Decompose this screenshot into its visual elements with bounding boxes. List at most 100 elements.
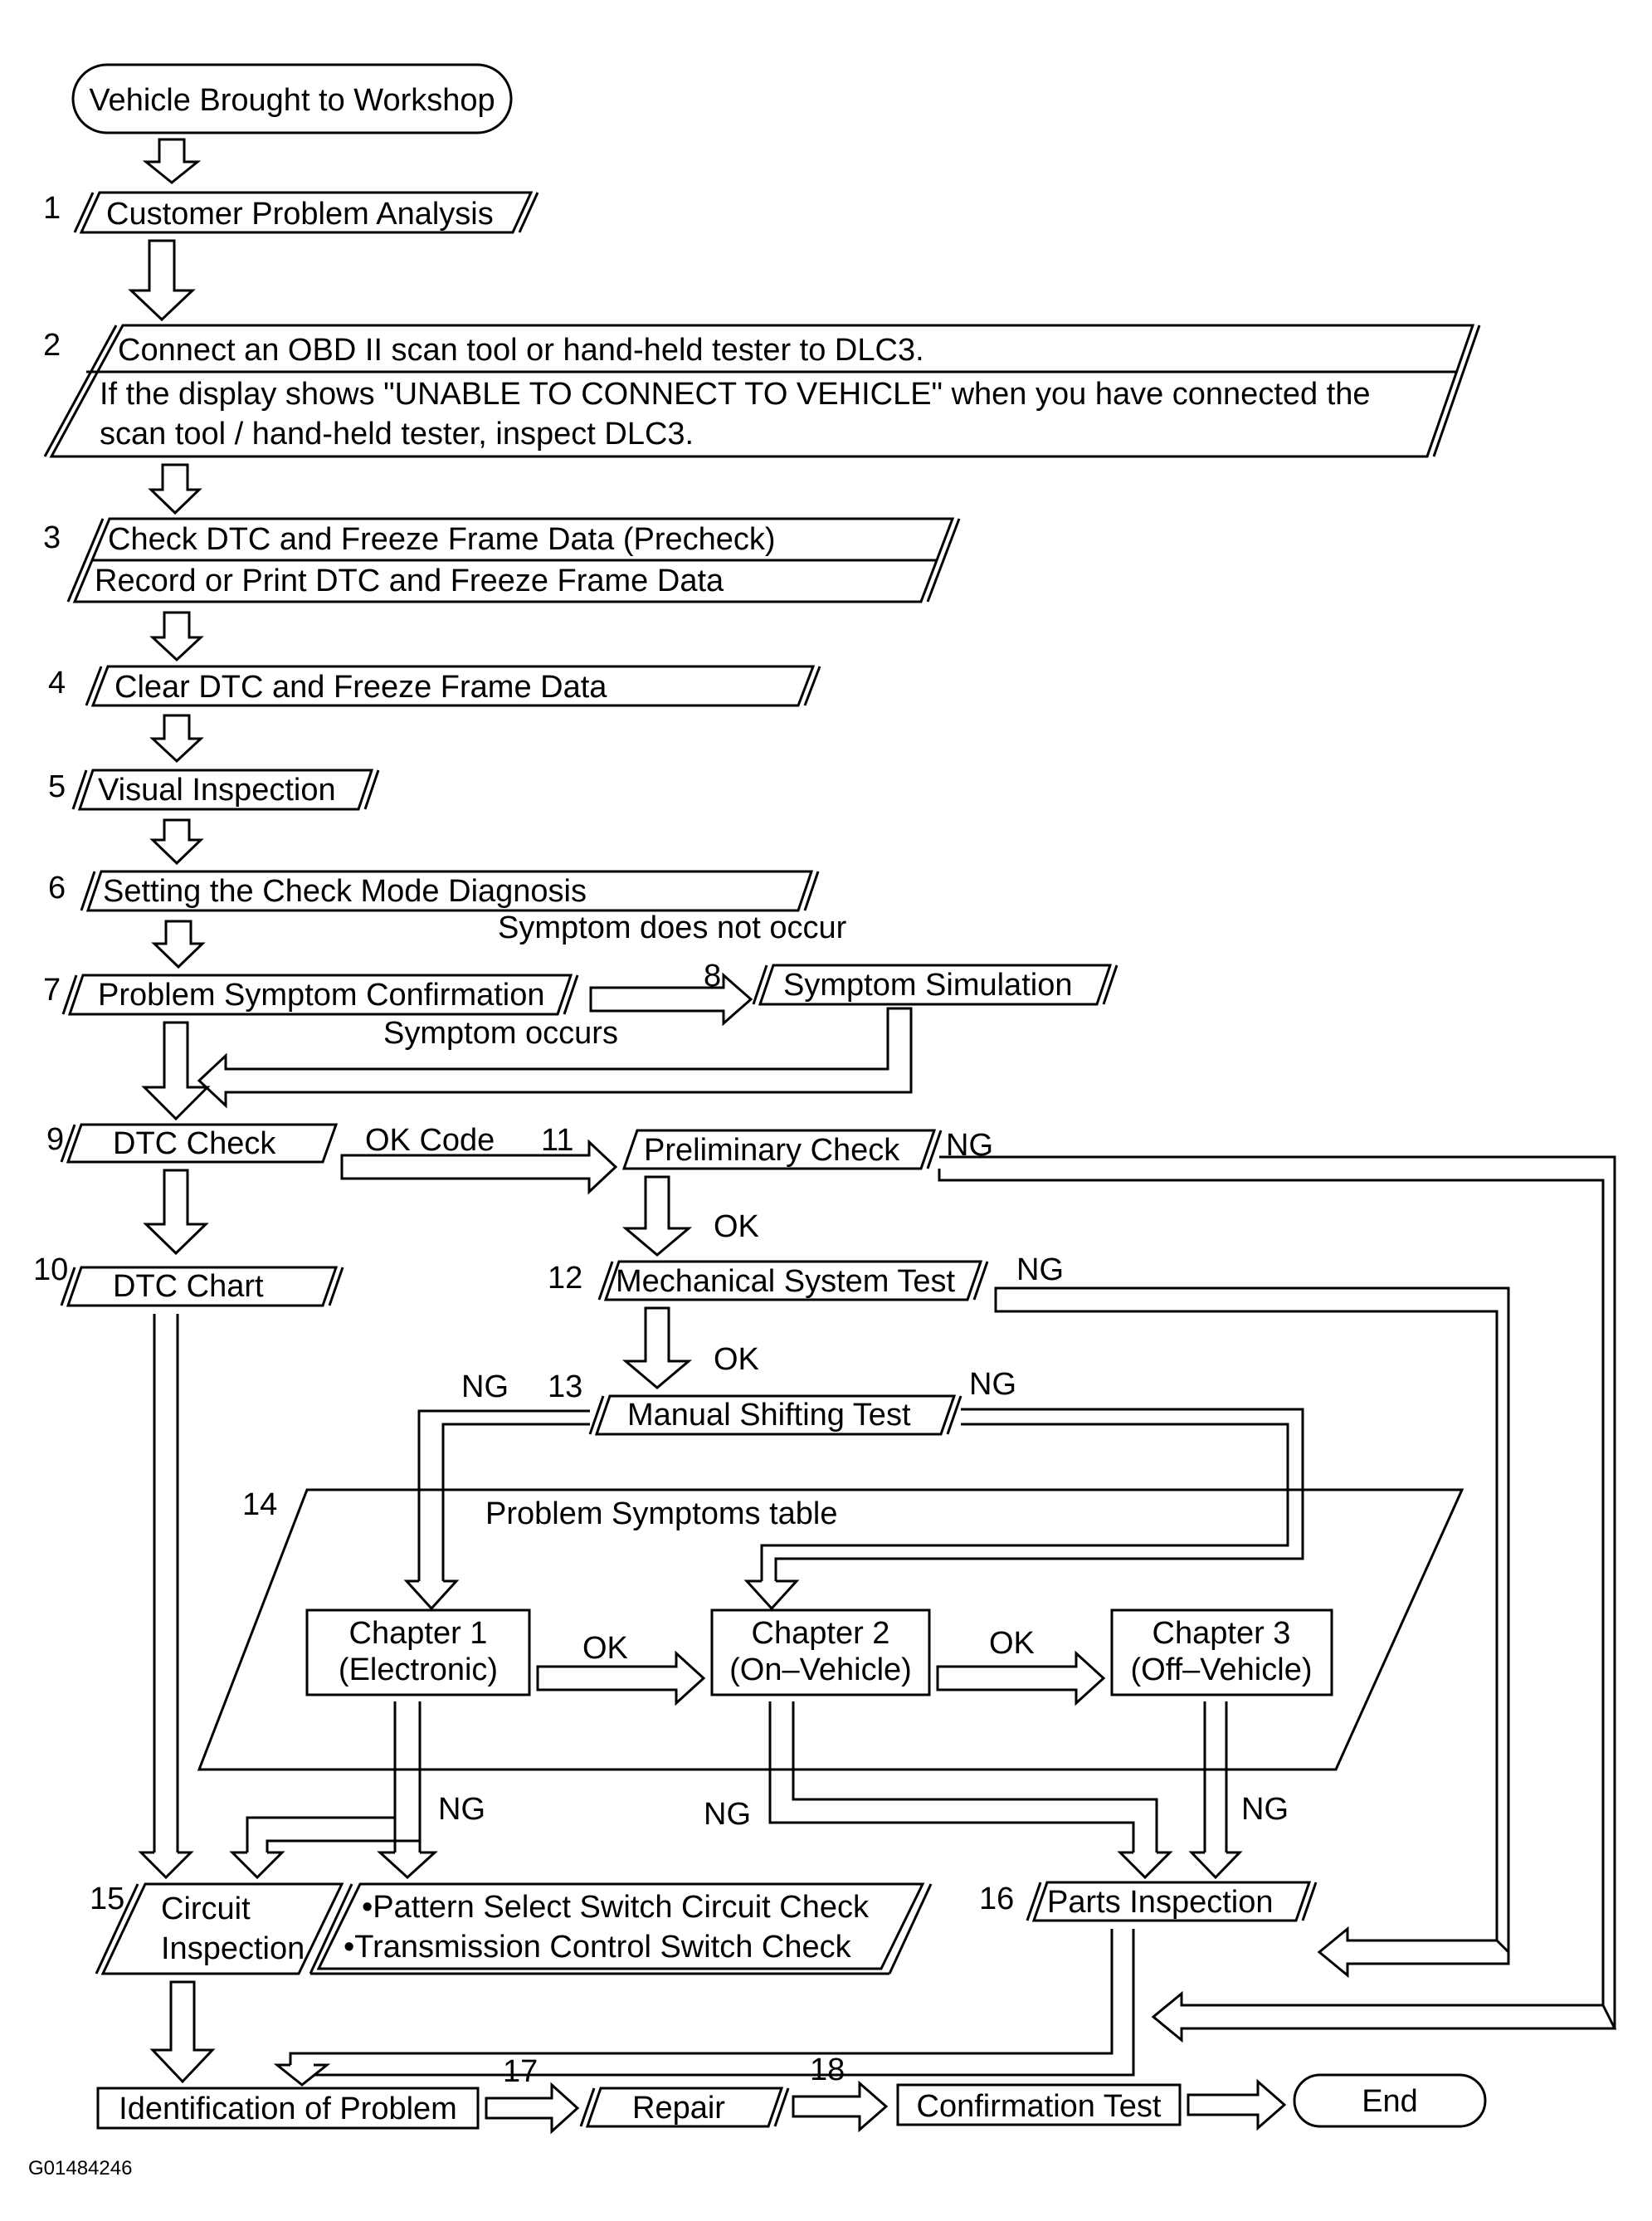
arrow-6-to-7: [151, 920, 206, 969]
step-9-number: 9: [46, 1122, 64, 1157]
arrow-11-to-12: [621, 1175, 693, 1257]
step-8-box: [758, 964, 1113, 1006]
arrow-1-to-2: [128, 239, 196, 322]
step-7-box: [67, 974, 573, 1016]
step-13-box: [594, 1394, 957, 1436]
edge-ok-ch1: OK: [582, 1631, 628, 1666]
step-11-box: [621, 1129, 937, 1170]
step-2-line2: If the display shows "UNABLE TO CONNECT …: [100, 377, 1371, 412]
edge-symptom-occurs: Symptom occurs: [383, 1016, 618, 1051]
arrow-16-to-identify: [273, 2063, 331, 2087]
arrow-10-to-15: [138, 1851, 194, 1880]
arrow-11-ng-to-identify: [1151, 1990, 1617, 2043]
arrow-confirm-to-end: [1187, 2078, 1287, 2131]
step-4-box: [90, 665, 816, 707]
step-8-number: 8: [704, 959, 721, 993]
chapter-1-line2: (Electronic): [339, 1652, 498, 1687]
chapter-1-line1: Chapter 1: [349, 1616, 488, 1651]
step-5-number: 5: [48, 769, 66, 804]
step-16-number: 16: [979, 1882, 1014, 1916]
edge-ng-13-right: NG: [969, 1367, 1016, 1402]
step-7-label: Problem Symptom Confirmation: [98, 978, 545, 1013]
arrow-12-ng-to-16: [1317, 1926, 1510, 1979]
step-17-number: 17: [503, 2054, 538, 2089]
arrow-repair-to-confirm: [792, 2080, 889, 2133]
step-1-number: 1: [43, 191, 61, 226]
chapter-3-box: [1110, 1608, 1333, 1696]
step-9-box: [66, 1123, 339, 1164]
chapter-1-box: [305, 1608, 531, 1696]
identification-label: Identification of Problem: [119, 2092, 457, 2126]
edge-ng-ch3: NG: [1241, 1792, 1289, 1827]
arrow-ch1-to-ch2: [536, 1650, 706, 1706]
step-1-box: [79, 191, 534, 234]
step-15b-line1: •Pattern Select Switch Circuit Check: [362, 1890, 870, 1925]
step-9-label: DTC Check: [113, 1126, 276, 1161]
chapter-2-line2: (On–Vehicle): [729, 1652, 912, 1687]
step-14-number: 14: [242, 1487, 277, 1522]
chapter-3-line1: Chapter 3: [1153, 1616, 1291, 1651]
arrow-7-to-9: [141, 1021, 211, 1121]
step-15-box: [100, 1882, 344, 1975]
edge-symptom-not-occur: Symptom does not occur: [498, 910, 847, 945]
edge-ok-code: OK Code: [365, 1123, 495, 1158]
step-18-box: [896, 2083, 1182, 2126]
edge-ng-ch2: NG: [704, 1797, 751, 1832]
step-17-box: [585, 2087, 784, 2128]
step-11-label: Preliminary Check: [644, 1133, 900, 1168]
step-17-label: Repair: [632, 2091, 725, 2126]
arrow-identify-to-repair: [485, 2082, 580, 2135]
step-5-label: Visual Inspection: [98, 773, 336, 808]
chapter-2-box: [710, 1608, 931, 1696]
step-7-number: 7: [43, 973, 61, 1008]
step-3-line1: Check DTC and Freeze Frame Data (Prechec…: [108, 522, 776, 557]
start-terminal: [71, 63, 513, 134]
step-10-box: [66, 1266, 339, 1307]
arrow-13-ng-to-ch2: [743, 1579, 800, 1611]
arrow-9-to-11: [340, 1139, 618, 1195]
edge-ng-13-left: NG: [461, 1369, 509, 1404]
arrow-5-to-6: [149, 818, 204, 866]
step-2-line1: Connect an OBD II scan tool or hand-held…: [118, 333, 924, 368]
step-18-number: 18: [810, 2053, 845, 2087]
arrow-2-to-3: [148, 463, 202, 515]
step-16-box: [1031, 1881, 1312, 1922]
step-15-line2: Inspection: [161, 1931, 305, 1966]
edge-ok-12: OK: [714, 1342, 759, 1377]
step-4-label: Clear DTC and Freeze Frame Data: [115, 670, 607, 705]
step-12-label: Mechanical System Test: [616, 1264, 955, 1299]
step-16-label: Parts Inspection: [1047, 1885, 1273, 1920]
edge-ng-ch1: NG: [438, 1792, 485, 1827]
arrow-15-to-identify: [149, 1980, 216, 2084]
arrow-ch2-ng-to-16: [1117, 1851, 1173, 1880]
arrow-3-to-4: [149, 611, 204, 662]
arrow-7-to-8: [589, 972, 753, 1027]
step-5-box: [77, 769, 374, 811]
arrow-ch2-to-ch3: [936, 1650, 1106, 1706]
chapter-3-line2: (Off–Vehicle): [1131, 1652, 1313, 1687]
step-4-number: 4: [48, 666, 66, 700]
edge-ok-ch2: OK: [989, 1626, 1035, 1661]
arrow-ch1-ng-to-15b: [377, 1851, 438, 1880]
step-11-number: 11: [541, 1123, 573, 1158]
edge-ng-12: NG: [1016, 1252, 1064, 1287]
step-13-number: 13: [548, 1369, 582, 1404]
step-15-number: 15: [90, 1882, 124, 1916]
chapter-2-line1: Chapter 2: [752, 1616, 890, 1651]
step-15-line1: Circuit: [161, 1892, 251, 1926]
step-8-label: Symptom Simulation: [783, 968, 1072, 1003]
end-label: End: [1362, 2084, 1418, 2119]
start-label: Vehicle Brought to Workshop: [89, 83, 495, 118]
figure-id: G01484246: [28, 2157, 132, 2180]
step-2-number: 2: [43, 328, 61, 363]
arrow-4-to-5: [149, 714, 204, 764]
arrow-12-to-13: [621, 1306, 693, 1389]
step-1-label: Customer Problem Analysis: [106, 197, 494, 232]
step-10-label: DTC Chart: [113, 1269, 264, 1304]
step-10-number: 10: [33, 1252, 68, 1287]
end-terminal: [1293, 2073, 1487, 2128]
edge-ok-11: OK: [714, 1209, 759, 1244]
step-15b-line2: •Transmission Control Switch Check: [344, 1930, 852, 1965]
arrow-ch1-ng-to-15: [229, 1851, 285, 1880]
